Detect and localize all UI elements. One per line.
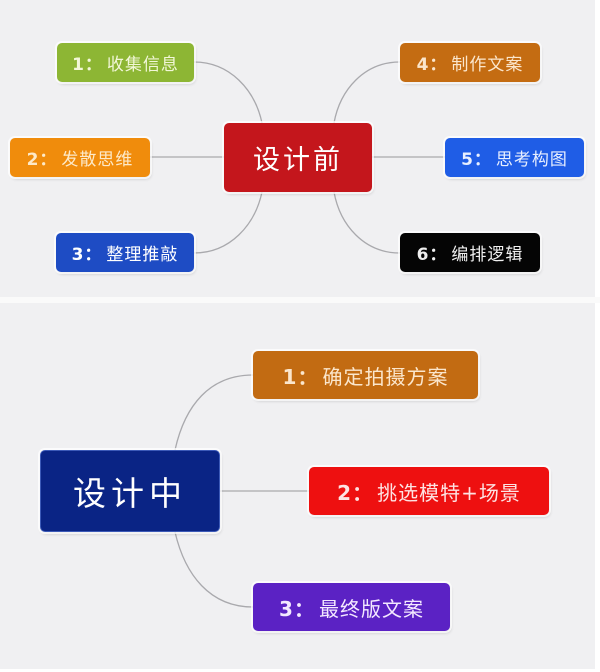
branch-label: 整理推敲 [106,245,179,265]
center-node-during[interactable]: 设计中 [40,450,220,532]
branch-number: 5： [461,150,492,170]
center-node-before[interactable]: 设计前 [224,123,372,192]
branch-label: 最终版文案 [318,596,424,621]
branch-label: 思考构图 [495,150,568,170]
branch-write-copy[interactable]: 4： 制作文案 [400,43,540,82]
branch-final-copy[interactable]: 3： 最终版文案 [253,583,450,631]
branch-number: 6： [416,245,448,265]
connector-6 [333,191,401,254]
branch-layout-logic[interactable]: 6： 编排逻辑 [400,233,540,272]
branch-number: 2： [337,480,374,505]
connector-3 [193,191,263,254]
branch-number: 1： [282,364,319,389]
panel-divider [0,297,600,303]
center-node-before-label: 设计前 [253,145,343,176]
branch-number: 2： [26,150,58,170]
branch-organize-refine[interactable]: 3： 整理推敲 [56,233,194,272]
branch-composition[interactable]: 5： 思考构图 [445,138,584,177]
branch-label: 挑选模特+场景 [377,480,521,505]
branch-shooting-plan[interactable]: 1： 确定拍摄方案 [253,351,478,399]
branch-label: 制作文案 [451,55,524,75]
connector-4 [333,61,401,124]
center-node-during-label: 设计中 [73,474,187,513]
branch-label: 编排逻辑 [451,245,524,265]
branch-number: 4： [416,55,448,75]
branch-label: 确定拍摄方案 [322,364,449,389]
branch-number: 3： [279,596,315,621]
branch-label: 收集信息 [106,55,179,75]
branch-label: 发散思维 [61,150,134,170]
branch-collect-info[interactable]: 1： 收集信息 [57,43,194,82]
connector-b1 [174,374,254,451]
branch-number: 1： [72,55,103,75]
branch-divergent-thinking[interactable]: 2： 发散思维 [10,138,150,177]
branch-model-scene[interactable]: 2： 挑选模特+场景 [309,467,549,515]
connector-b3 [174,531,254,608]
connector-1 [193,61,263,124]
branch-number: 3： [71,245,103,265]
